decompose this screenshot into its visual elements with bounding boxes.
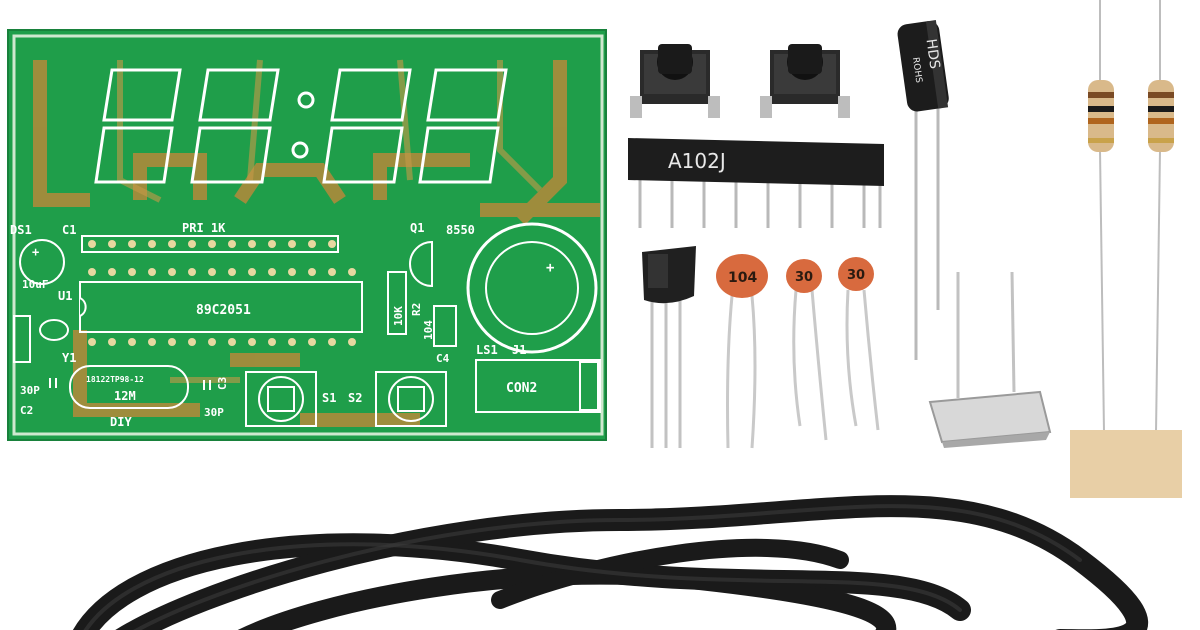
label-q1-part: 8550 [446, 223, 475, 237]
label-chip: 89C2051 [196, 303, 251, 318]
pcb-board: DS1 C1 PRI 1K Q1 8550 + 10uF U1 89C2051 … [7, 29, 607, 441]
label-c2: C2 [20, 404, 33, 417]
resistor-network: A102J [628, 138, 884, 228]
cap-104-label: 104 [728, 270, 757, 286]
copper-traces [33, 60, 600, 427]
label-ds1: DS1 [10, 223, 32, 237]
digit-3 [322, 68, 412, 184]
digit-4 [418, 68, 508, 184]
label-s1: S1 [322, 391, 336, 405]
switch-s2-footprint [375, 371, 447, 427]
ceramic-cap-104: 104 [716, 254, 768, 449]
solder-pads [88, 268, 356, 346]
label-buzzer-plus: + [546, 260, 554, 276]
tactile-button-right [760, 44, 850, 118]
colon-dot-top [297, 91, 315, 109]
label-r2: R2 [410, 303, 423, 316]
label-crystal-marking: 18122TP98-12 [86, 375, 144, 384]
buzzer-footprint [466, 222, 598, 354]
label-u1: U1 [58, 289, 72, 303]
crystal-footprint [69, 365, 189, 409]
cap-marking-rohs: ROHS [910, 57, 924, 84]
cap-30b-label: 30 [847, 268, 865, 283]
label-q1: Q1 [410, 221, 424, 235]
tactile-button-left [630, 44, 720, 118]
r-footprint-left [13, 315, 31, 363]
q1-footprint [409, 240, 433, 288]
label-r2-value: 10K [392, 306, 405, 326]
c1-footprint [19, 239, 65, 285]
label-pri: PRI 1K [182, 221, 226, 235]
switch-s1-footprint [245, 371, 317, 427]
seven-segment-display [94, 68, 508, 184]
chip-footprint [79, 281, 363, 333]
colon-dot-bottom [291, 141, 309, 159]
label-c1-value: 10uF [22, 278, 49, 291]
crystal-oscillator [928, 271, 1052, 448]
resistor-left [1088, 0, 1114, 433]
label-c1: C1 [62, 223, 76, 237]
label-c2-value: 30P [20, 384, 40, 397]
digit-2 [190, 68, 280, 184]
r2-footprint [387, 271, 407, 335]
label-c4-value: 104 [422, 320, 435, 340]
electrolytic-capacitor: HDS ROHS [897, 20, 949, 360]
resistor-network-label: A102J [668, 149, 726, 173]
label-crystal-freq: 12M [114, 389, 136, 403]
digit-1 [94, 68, 182, 184]
label-plus: + [32, 245, 39, 259]
label-y1: Y1 [62, 351, 76, 365]
cap-marking-hds: HDS [923, 38, 943, 70]
usb-cable [73, 495, 1149, 630]
cap-30a-label: 30 [795, 270, 813, 285]
label-diy: DIY [110, 415, 132, 429]
c4-footprint [433, 305, 457, 347]
resistor-right [1148, 0, 1174, 433]
label-c3: C3 [216, 377, 229, 390]
label-con2: CON2 [506, 381, 537, 396]
label-s2: S2 [348, 391, 362, 405]
transistor [642, 246, 696, 448]
ceramic-cap-30-a: 30 [786, 259, 828, 441]
label-c3-value: 30P [204, 406, 224, 419]
pin-header [81, 235, 339, 253]
label-ls1: LS1 [476, 343, 498, 357]
label-j1: J1 [512, 343, 526, 357]
label-c4: C4 [436, 352, 450, 365]
con2-footprint [475, 359, 601, 413]
ceramic-cap-30-b: 30 [838, 257, 880, 431]
foam-pad [1070, 430, 1182, 498]
